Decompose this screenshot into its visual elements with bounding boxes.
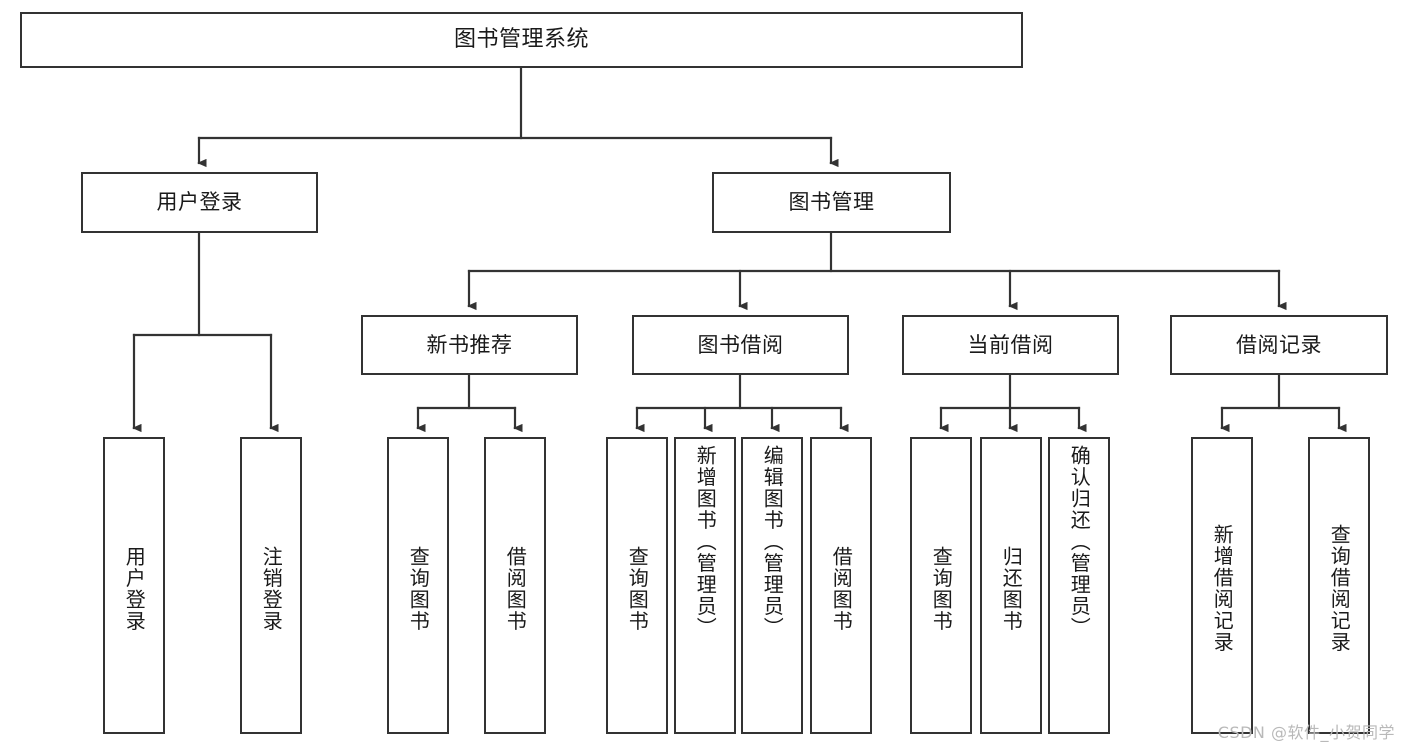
node-label: 用户登录 — [156, 190, 243, 215]
node-label: 当前借阅 — [967, 332, 1054, 357]
node-new-book-recommend[interactable]: 新书推荐 — [361, 315, 578, 375]
leaf-book-borrow-borrow-book[interactable]: 借阅图书 — [810, 437, 872, 734]
node-label: 新增借阅记录 — [1210, 524, 1235, 653]
node-label: 编辑图书（管理员） — [760, 445, 785, 639]
node-label: 查询图书 — [625, 545, 650, 632]
node-label: 图书管理系统 — [453, 27, 589, 53]
csdn-watermark: CSDN @软件_小贺同学 — [1217, 723, 1395, 742]
leaf-borrow-record-add-record[interactable]: 新增借阅记录 — [1191, 437, 1253, 734]
node-label: 确认归还（管理员） — [1067, 445, 1092, 639]
leaf-borrow-record-query-record[interactable]: 查询借阅记录 — [1308, 437, 1370, 734]
leaf-user-login-logout[interactable]: 注销登录 — [240, 437, 302, 734]
leaf-book-borrow-add-book-admin[interactable]: 新增图书（管理员） — [674, 437, 736, 734]
node-label: 图书借阅 — [697, 332, 784, 357]
node-label: 注销登录 — [259, 545, 284, 632]
node-label: 用户登录 — [122, 545, 147, 632]
node-label: 查询图书 — [929, 545, 954, 632]
leaf-current-borrow-confirm-return-admin[interactable]: 确认归还（管理员） — [1048, 437, 1110, 734]
leaf-book-borrow-edit-book-admin[interactable]: 编辑图书（管理员） — [741, 437, 803, 734]
node-label: 归还图书 — [999, 545, 1024, 632]
node-label: 借阅记录 — [1236, 332, 1322, 357]
node-label: 借阅图书 — [503, 545, 528, 632]
node-label: 查询借阅记录 — [1327, 524, 1352, 653]
node-label: 借阅图书 — [829, 545, 854, 632]
leaf-current-borrow-return-book[interactable]: 归还图书 — [980, 437, 1042, 734]
leaf-book-borrow-query-book[interactable]: 查询图书 — [606, 437, 668, 734]
node-user-login[interactable]: 用户登录 — [81, 172, 318, 233]
node-book-management[interactable]: 图书管理 — [712, 172, 951, 233]
node-book-borrow[interactable]: 图书借阅 — [632, 315, 849, 375]
node-label: 新增图书（管理员） — [693, 445, 718, 639]
leaf-new-book-query-book[interactable]: 查询图书 — [387, 437, 449, 734]
node-root-book-management-system[interactable]: 图书管理系统 — [20, 12, 1023, 68]
node-label: 图书管理 — [788, 190, 875, 215]
leaf-current-borrow-query-book[interactable]: 查询图书 — [910, 437, 972, 734]
leaf-new-book-borrow-book[interactable]: 借阅图书 — [484, 437, 546, 734]
node-borrow-record[interactable]: 借阅记录 — [1170, 315, 1388, 375]
node-label: 新书推荐 — [426, 332, 513, 357]
node-label: 查询图书 — [406, 545, 431, 632]
node-current-borrow[interactable]: 当前借阅 — [902, 315, 1119, 375]
leaf-user-login-login[interactable]: 用户登录 — [103, 437, 165, 734]
